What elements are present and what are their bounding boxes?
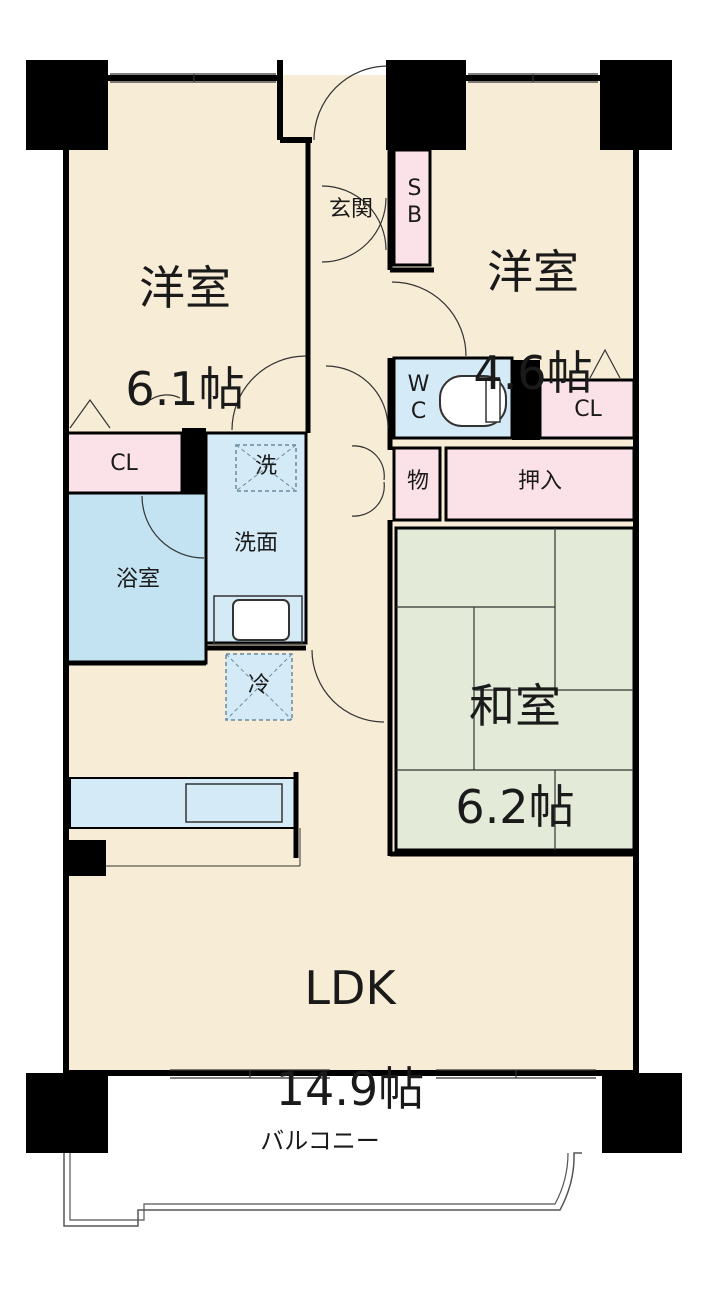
- kitchen-sink: [185, 783, 283, 823]
- room-name: 和室: [469, 678, 561, 733]
- storage-area: [392, 446, 442, 522]
- column: [602, 1073, 682, 1153]
- column: [600, 60, 672, 150]
- bathroom-area: [64, 491, 208, 665]
- western-room-left-label: 洋室 6.1帖: [100, 212, 270, 465]
- column: [182, 428, 206, 494]
- room-size: 6.1帖: [125, 361, 245, 416]
- room-name: 洋室: [487, 244, 579, 299]
- room-name: 洋室: [139, 260, 231, 315]
- room-size: 14.9帖: [275, 1061, 425, 1116]
- tatami-room: [394, 526, 636, 852]
- closet-right-label: CL: [574, 397, 602, 422]
- balcony-rail: [63, 1152, 582, 1227]
- column: [26, 60, 108, 150]
- storage-label: 物: [406, 469, 429, 494]
- room-size: 4.6帖: [473, 345, 593, 400]
- bathroom-label: 浴室: [115, 567, 160, 592]
- washer-label: 洗: [254, 454, 277, 479]
- closet-right-area: [538, 378, 636, 440]
- shoe-box-label: SB: [402, 176, 427, 230]
- toilet-label: WC: [406, 372, 431, 426]
- japanese-room-label: 和室 6.2帖: [430, 630, 600, 883]
- western-room-right-label: 洋室 4.6帖: [448, 196, 618, 449]
- room-size: 6.2帖: [455, 779, 575, 834]
- entrance-label: 玄関: [328, 197, 373, 222]
- entrance-door-swing: [313, 65, 389, 141]
- sink-basin: [232, 599, 290, 641]
- balcony-label: バルコニー: [260, 1127, 380, 1155]
- column: [66, 840, 106, 876]
- ldk-label: LDK 14.9帖: [250, 912, 450, 1165]
- oshiire-label: 押入: [517, 469, 562, 494]
- column: [512, 360, 540, 440]
- fridge-label: 冷: [247, 673, 270, 698]
- room-name: LDK: [304, 960, 396, 1015]
- column: [26, 1073, 108, 1153]
- washroom-label: 洗面: [233, 531, 278, 556]
- closet-left-label: CL: [110, 451, 138, 476]
- column: [386, 60, 466, 150]
